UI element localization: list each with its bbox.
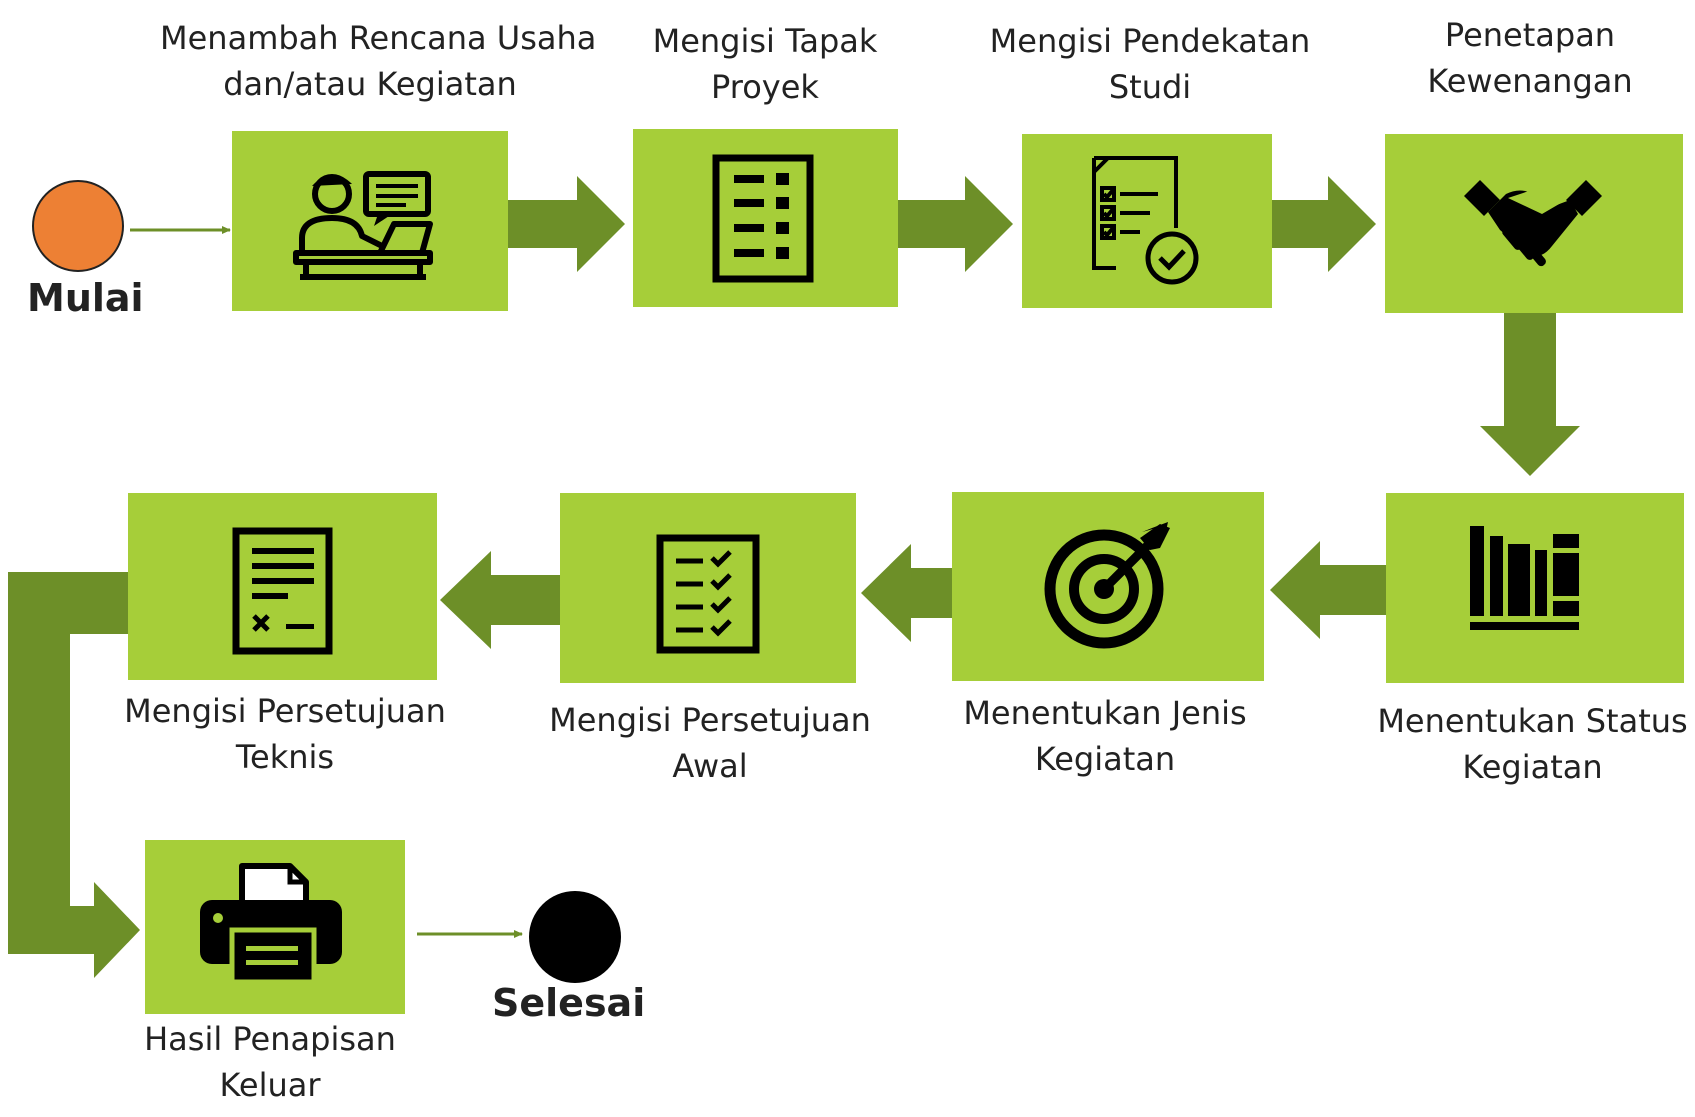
step3-label-line2: Studi (1108, 68, 1192, 106)
person-at-desk-with-chat-icon (293, 171, 433, 280)
step3-label-line1: Mengisi Pendekatan (989, 22, 1311, 60)
printer-icon (200, 863, 342, 985)
step1-box (232, 131, 508, 311)
step6-label-line1: Menentukan Jenis (963, 694, 1247, 732)
signed-document-icon (232, 527, 333, 655)
step2-label-line1: Mengisi Tapak (652, 22, 878, 60)
step7-box (560, 493, 856, 683)
start-circle (32, 180, 124, 272)
step8-label: Mengisi Persetujuan Teknis (120, 688, 450, 780)
step2-label: Mengisi Tapak Proyek (625, 18, 905, 110)
arrow-step7-to-step8 (440, 551, 560, 649)
arrow-step3-to-step4 (1272, 176, 1376, 272)
step9-label-line2: Keluar (219, 1066, 321, 1104)
step7-label: Mengisi Persetujuan Awal (545, 697, 875, 789)
step4-label-line2: Kewenangan (1427, 62, 1633, 100)
step1-label-line1: Menambah Rencana Usaha (160, 19, 597, 57)
arrow-step5-to-step6 (1270, 541, 1386, 639)
step2-label-line2: Proyek (711, 68, 819, 106)
step4-label: Penetapan Kewenangan (1395, 12, 1665, 104)
step1-label: Menambah Rencana Usaha dan/atau Kegiatan (160, 15, 597, 107)
arrow-step2-to-step3 (898, 176, 1013, 272)
step4-label-line1: Penetapan (1444, 16, 1616, 54)
arrow-step4-to-step5 (1480, 313, 1580, 476)
step8-label-line1: Mengisi Persetujuan (124, 692, 446, 730)
step1-label-line2: dan/atau Kegiatan (223, 65, 517, 103)
step5-label-line1: Menentukan Status (1377, 702, 1688, 740)
end-circle (529, 891, 621, 983)
step5-label-line2: Kegiatan (1462, 748, 1603, 786)
arrow-step1-to-step2 (508, 176, 625, 272)
step9-label-line1: Hasil Penapisan (144, 1020, 396, 1058)
handshake-icon (1464, 180, 1602, 267)
target-arrow-icon (1044, 522, 1170, 649)
step3-label: Mengisi Pendekatan Studi (985, 18, 1315, 110)
step7-label-line1: Mengisi Persetujuan (549, 701, 871, 739)
step5-label: Menentukan Status Kegiatan (1370, 698, 1695, 790)
step7-label-line2: Awal (672, 747, 748, 785)
list-document-icon (712, 154, 814, 283)
step3-box (1022, 134, 1272, 308)
step9-label: Hasil Penapisan Keluar (130, 1016, 410, 1108)
start-label: Mulai (27, 276, 144, 320)
checklist-approved-icon (1092, 156, 1199, 285)
arrow-step6-to-step7 (861, 544, 952, 642)
step6-label: Menentukan Jenis Kegiatan (940, 690, 1270, 782)
step6-label-line2: Kegiatan (1034, 740, 1176, 778)
end-label: Selesai (492, 981, 646, 1025)
books-on-shelf-icon (1470, 526, 1579, 630)
arrow-step8-to-step9 (8, 572, 140, 978)
checklist-icon (656, 534, 760, 654)
step8-label-line2: Teknis (235, 738, 335, 776)
